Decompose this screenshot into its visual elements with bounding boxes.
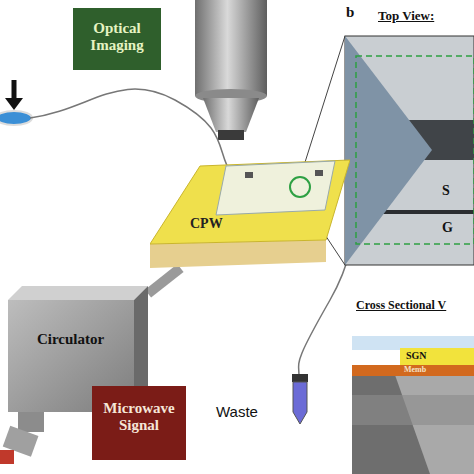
objective-lens	[195, 0, 267, 140]
node-label: Memb	[404, 365, 464, 374]
cpw-board-outline	[150, 158, 350, 268]
membrane-layer: Memb	[352, 365, 474, 376]
coax-connector	[148, 268, 180, 294]
board-holder	[150, 240, 326, 268]
zoom-line	[300, 36, 345, 178]
cross-section	[352, 336, 474, 474]
top-view-inset	[345, 36, 474, 265]
panel-letter: b	[346, 4, 354, 21]
node-label: SGN	[406, 350, 466, 362]
waste-label: Waste	[216, 403, 258, 420]
cpw-board: CPW	[150, 158, 350, 268]
view-title: Top View:	[378, 8, 434, 24]
node-label: Circulator	[8, 331, 133, 348]
view-title: Cross Sectional V	[356, 298, 446, 313]
board-top	[150, 160, 350, 244]
inlet-reservoir	[0, 80, 32, 125]
node-label: Microwave Signal	[92, 400, 186, 435]
sgn-layer: SGN	[400, 348, 474, 365]
chip-port	[315, 170, 323, 176]
rf-cable	[0, 410, 44, 464]
node-label: Optical Imaging	[73, 20, 161, 55]
chip-port	[245, 172, 253, 178]
microfluidic-chip	[216, 161, 335, 215]
inlet-tubing	[30, 89, 232, 175]
box-top	[8, 286, 148, 300]
zoom-circle	[290, 177, 310, 197]
signal-line-label: S	[442, 183, 450, 199]
microwave-signal-box: Microwave Signal	[92, 386, 186, 460]
node-label: CPW	[190, 216, 250, 232]
waste-tube	[292, 374, 308, 424]
ground-line-label: G	[442, 220, 453, 236]
optical-imaging-box: Optical Imaging	[73, 8, 161, 70]
